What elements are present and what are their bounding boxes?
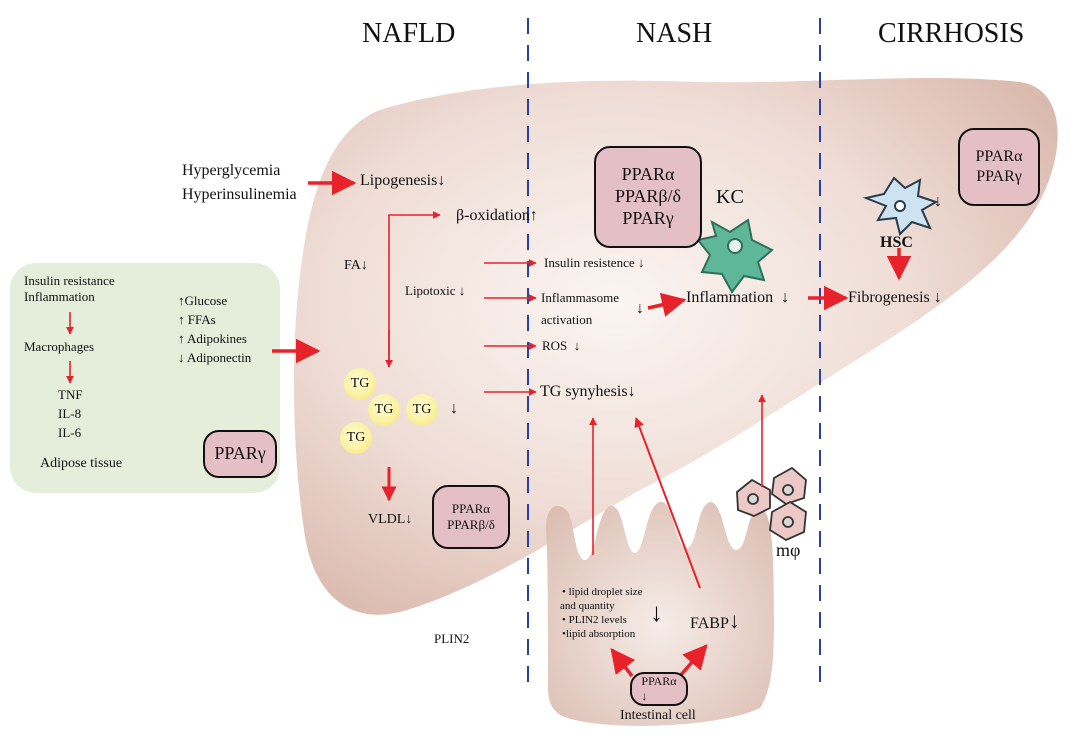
inflammation-label: Inflammation ↓ — [686, 289, 790, 306]
adipose-glucose: ↑Glucose — [178, 293, 228, 308]
intestinal-cell-shape — [546, 501, 774, 726]
lipotoxic-label: Lipotoxic ↓ — [405, 283, 466, 298]
thick-arrows — [272, 170, 912, 678]
ppar-box-intestinal: PPARα↓ — [630, 672, 688, 706]
adipose-il6: IL-6 — [58, 425, 82, 440]
ppar-box-adipose: PPARγ — [203, 430, 277, 478]
ppar-box-cirrhosis: PPARα PPARγ — [958, 128, 1040, 206]
beta-oxidation-label: β-oxidation↑ — [456, 207, 538, 224]
intestinal-cell-label: Intestinal cell — [620, 708, 696, 723]
adipose-adipokines: ↑ Adipokines — [178, 331, 247, 346]
activation-label: activation — [541, 312, 593, 327]
ppar-box-nash: PPARα PPARβ/δ PPARγ — [594, 146, 702, 248]
fibrogenesis-label: Fibrogenesis ↓ — [848, 289, 942, 306]
intestine-bullet-1a: • lipid droplet size — [562, 586, 643, 598]
intestine-bullet-3: •lipid absorption — [562, 628, 636, 640]
hyperglycemia-label: Hyperglycemia — [182, 162, 281, 179]
vldl-label: VLDL↓ — [368, 512, 413, 527]
stage-nafld: NAFLD — [362, 18, 456, 49]
macrophage-label: mφ — [776, 540, 801, 560]
adipose-ffas: ↑ FFAs — [178, 312, 216, 327]
ppar-box-vldl: PPARα PPARβ/δ — [432, 485, 510, 549]
lipogenesis-label: Lipogenesis↓ — [360, 172, 446, 189]
adipose-title: Adipose tissue — [40, 456, 123, 471]
tg-droplet: TG — [344, 368, 376, 400]
inflammasome-down-arrow: ↓ — [636, 300, 644, 317]
insulin-resistence-label: Insulin resistence ↓ — [544, 255, 645, 270]
adipose-tnf: TNF — [58, 387, 83, 402]
fa-label: FA↓ — [344, 258, 368, 273]
tg-droplet: TG — [340, 422, 372, 454]
ros-label: ROS ↓ — [542, 338, 581, 353]
stage-nash: NASH — [636, 18, 713, 49]
adipose-il8: IL-8 — [58, 406, 82, 421]
kupffer-cell-shape — [696, 218, 774, 294]
adipose-insulin-resistance: Insulin resistance — [24, 273, 115, 288]
adipose-macrophages: Macrophages — [24, 339, 95, 354]
liver-shape — [293, 77, 1058, 615]
plin2-label: PLIN2 — [434, 631, 470, 646]
adipose-inflammation: Inflammation — [24, 289, 95, 304]
inflammasome-label: Inflammasome — [541, 290, 619, 305]
stage-cirrhosis: CIRRHOSIS — [878, 18, 1025, 49]
tg-synyhesis-label: TG synyhesis↓ — [540, 383, 636, 400]
thin-arrows — [66, 211, 766, 589]
hsc-down-arrow: ↓ — [934, 193, 942, 210]
intestine-bullet-1b: and quantity — [560, 600, 615, 612]
tg-droplet: TG — [406, 394, 438, 426]
tg-down-arrow: ↓ — [450, 400, 458, 417]
fabp-label: FABP↓ — [690, 608, 740, 633]
intestine-bullets-down-arrow: ↓ — [650, 598, 663, 627]
macrophages-shape — [736, 466, 807, 542]
hyperinsulinemia-label: Hyperinsulinemia — [182, 186, 297, 203]
hsc-label: HSC — [880, 234, 913, 251]
tg-droplet: TG — [368, 394, 400, 426]
kc-label: KC — [716, 186, 744, 208]
adipose-adiponectin: ↓ Adiponectin — [178, 350, 252, 365]
intestine-bullet-2: • PLIN2 levels — [562, 614, 627, 626]
